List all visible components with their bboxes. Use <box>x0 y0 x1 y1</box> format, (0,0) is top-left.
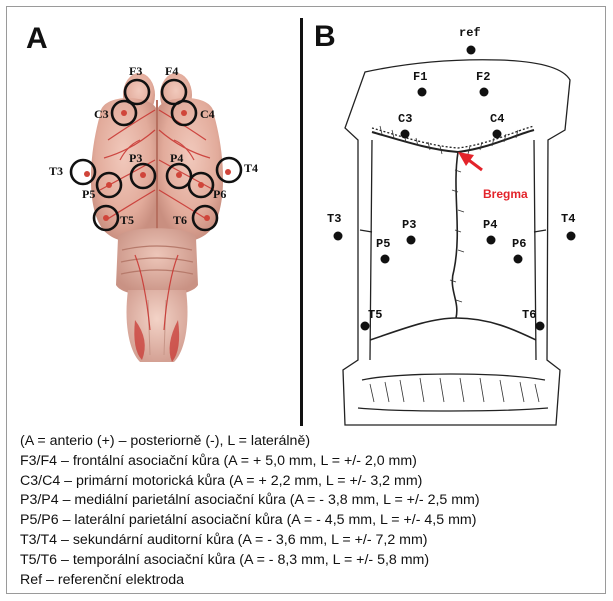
dot-p4 <box>487 236 496 245</box>
bregma-marker: Bregma <box>458 152 528 201</box>
legend: (A = anterio (+) – posteriorně (-), L = … <box>20 432 605 590</box>
dot-f2 <box>480 88 489 97</box>
label-b-p6: P6 <box>512 237 526 251</box>
dot-t6 <box>536 322 545 331</box>
panel-divider <box>300 18 303 426</box>
label-b-c3: C3 <box>398 112 412 126</box>
dot-t5 <box>361 322 370 331</box>
dot-c4 <box>493 130 502 139</box>
legend-line: P5/P6 – laterální parietální asociační k… <box>20 511 605 531</box>
dot-t3 <box>334 232 343 241</box>
label-b-t4: T4 <box>561 212 575 226</box>
panel-a-letter: A <box>26 22 48 56</box>
label-b-p5: P5 <box>376 237 390 251</box>
dot-p5 <box>381 255 390 264</box>
dot-c3 <box>401 130 410 139</box>
legend-line: (A = anterio (+) – posteriorně (-), L = … <box>20 432 605 452</box>
label-b-ref: ref <box>459 26 481 40</box>
dot-ref <box>467 46 476 55</box>
label-b-p4: P4 <box>483 218 497 232</box>
label-b-c4: C4 <box>490 112 504 126</box>
dot-p6 <box>514 255 523 264</box>
legend-line: T3/T4 – sekundární auditorní kůra (A = -… <box>20 531 605 551</box>
dot-f1 <box>418 88 427 97</box>
bregma-label: Bregma <box>483 187 528 201</box>
label-b-f2: F2 <box>476 70 490 84</box>
label-b-p3: P3 <box>402 218 416 232</box>
panel-b-letter: B <box>314 20 336 54</box>
legend-line: C3/C4 – primární motorická kůra (A = + 2… <box>20 472 605 492</box>
label-b-t6: T6 <box>522 308 536 322</box>
dot-p3 <box>407 236 416 245</box>
legend-line: F3/F4 – frontální asociační kůra (A = + … <box>20 452 605 472</box>
dot-t4 <box>567 232 576 241</box>
legend-line: Ref – referenční elektroda <box>20 571 605 591</box>
label-b-f1: F1 <box>413 70 427 84</box>
legend-line: T5/T6 – temporální asociační kůra (A = -… <box>20 551 605 571</box>
legend-line: P3/P4 – mediální parietální asociační ků… <box>20 491 605 511</box>
label-b-t3: T3 <box>327 212 341 226</box>
label-b-t5: T5 <box>368 308 382 322</box>
electrode-dots <box>334 46 576 331</box>
